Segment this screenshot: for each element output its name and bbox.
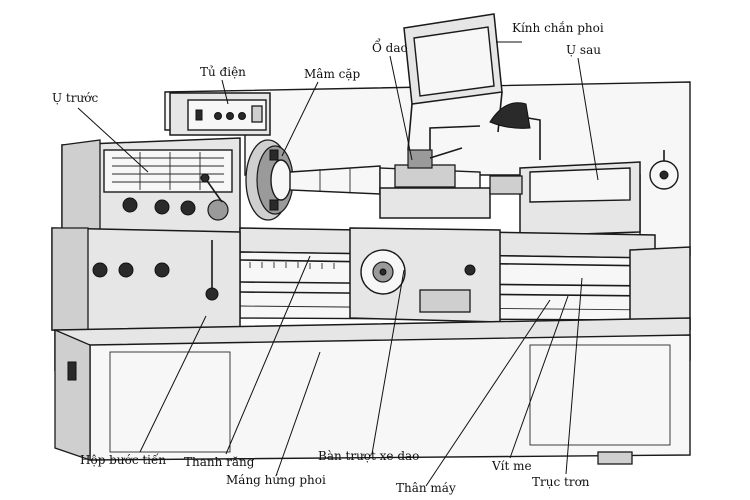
label-o-dao: Ổ dao (372, 37, 408, 55)
leader-lines (77, 41, 599, 487)
label-vit-me: Vít me (491, 459, 532, 473)
lathe-illustration (51, 13, 691, 465)
feed-gearbox (51, 227, 241, 336)
tool-post (379, 147, 491, 219)
label-kinh-chan-phoi: Kính chắn phoi (512, 20, 604, 35)
label-u-sau: Ụ sau (566, 43, 601, 57)
label-mang-hung-phoi: Máng hứng phoi (226, 473, 326, 487)
label-truc-tron: Trục trơn (532, 475, 590, 489)
chip-shield (403, 13, 503, 151)
chuck (245, 139, 294, 221)
label-mam-cap: Mâm cặp (304, 67, 361, 81)
carriage-apron (349, 227, 501, 323)
headstock (61, 137, 241, 236)
label-hop-buoc-tien: Hộp bước tiến (80, 452, 166, 467)
label-ban-truot-xe-dao: Bàn trượt xe dao (318, 449, 419, 463)
callout-labels: Kính chắn phoi Ổ dao Ụ sau Tủ điện Mâm c… (52, 20, 604, 495)
electrical-cabinet (169, 92, 271, 136)
label-tu-dien: Tủ điện (200, 65, 246, 79)
machine-base (54, 317, 691, 465)
work-lamp (429, 102, 541, 160)
label-thanh-rang: Thanh răng (184, 455, 255, 469)
label-u-truoc: Ụ trước (52, 91, 98, 105)
tailstock (489, 150, 679, 237)
label-than-may: Thân máy (396, 481, 456, 495)
